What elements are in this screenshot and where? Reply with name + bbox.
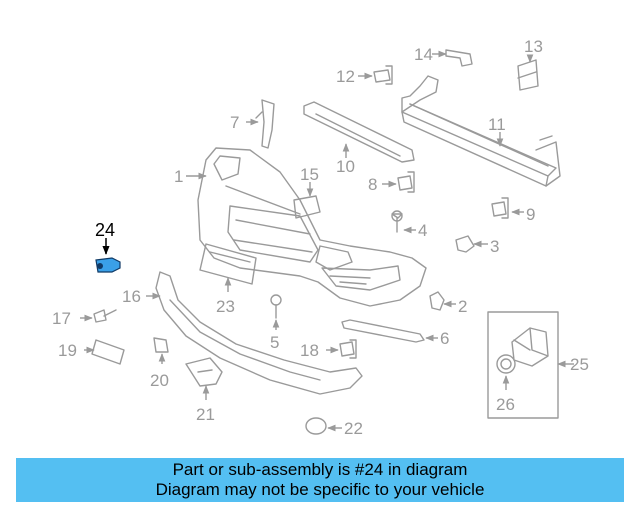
callout-19: 19	[58, 341, 77, 360]
callout-12: 12	[336, 67, 355, 86]
part-19-cover	[91, 339, 125, 365]
part-10-absorber	[303, 101, 415, 163]
part-8-bolt	[397, 171, 415, 193]
banner-line-1: Part or sub-assembly is #24 in diagram	[172, 460, 468, 479]
callout-14: 14	[414, 45, 433, 64]
part-3-clip	[455, 235, 475, 253]
part-20-bracket	[153, 337, 169, 353]
callout-8: 8	[368, 175, 377, 194]
callout-22: 22	[344, 419, 363, 438]
part-4-screw	[391, 210, 403, 233]
part-13-bracket	[517, 59, 539, 91]
part-15-plate	[293, 195, 321, 219]
part-14-clip	[445, 49, 473, 67]
callout-9: 9	[526, 205, 535, 224]
callout-16: 16	[122, 287, 141, 306]
part-5-screw	[270, 294, 282, 319]
part-23-plate-bracket	[199, 243, 257, 285]
callout-25: 25	[570, 355, 589, 374]
callout-2: 2	[458, 297, 467, 316]
callout-6: 6	[440, 329, 449, 348]
callout-20: 20	[150, 371, 169, 390]
callout-5: 5	[270, 333, 279, 352]
part-6-molding	[341, 319, 425, 343]
callout-23: 23	[216, 297, 235, 316]
callout-10: 10	[336, 157, 355, 176]
banner-line-2: Diagram may not be specific to your vehi…	[155, 480, 485, 499]
part-2-clip	[429, 291, 445, 311]
callout-13: 13	[524, 37, 543, 56]
callout-15: 15	[300, 165, 319, 184]
part-1-bumper-cover	[197, 147, 427, 307]
callout-4: 4	[418, 221, 427, 240]
callout-11: 11	[488, 115, 506, 134]
part-9-bolt	[491, 197, 509, 219]
callout-3: 3	[490, 237, 499, 256]
callout-21: 21	[196, 405, 215, 424]
callout-7: 7	[230, 113, 239, 132]
callout-18: 18	[300, 341, 319, 360]
part-22-seal	[305, 417, 327, 435]
part-16-lower-spoiler	[155, 271, 363, 395]
info-banner: Part or sub-assembly is #24 in diagram D…	[16, 458, 624, 502]
part-21-cover	[185, 357, 223, 387]
callout-1: 1	[174, 167, 183, 186]
part-11-reinforcement	[401, 75, 561, 187]
part-7-side-bracket	[255, 99, 275, 149]
part-24-sensor[interactable]	[95, 257, 121, 273]
part-18-bolt	[339, 339, 357, 359]
callout-24[interactable]: 24	[95, 220, 115, 240]
callout-17: 17	[52, 309, 71, 328]
callout-26: 26	[496, 395, 515, 414]
part-12-bolt	[373, 65, 393, 85]
part-17-screw	[93, 309, 117, 323]
